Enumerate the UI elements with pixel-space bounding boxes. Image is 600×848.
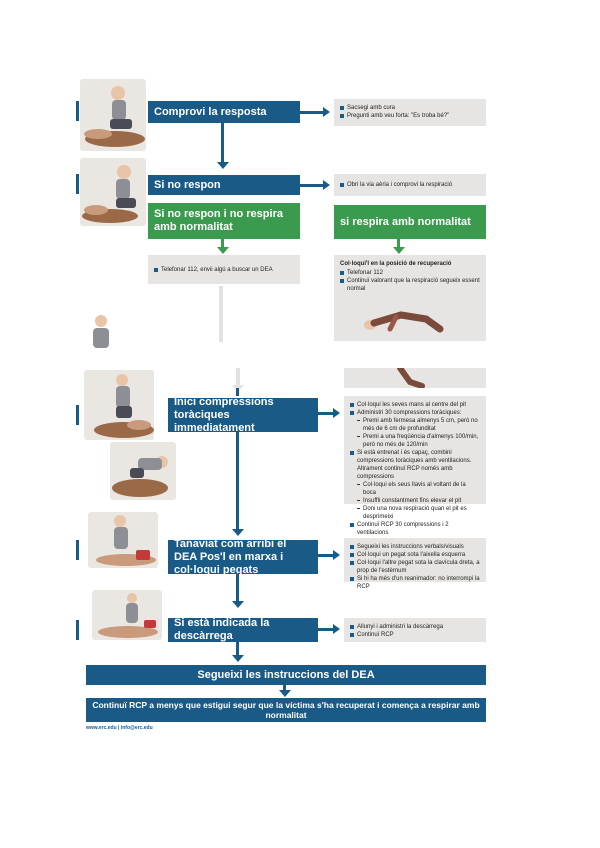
note-item: Col·loqui les seves mans al centre del p…: [350, 401, 480, 409]
note-item: Obri la via aèria i comprovi la respirac…: [340, 181, 480, 189]
note-item: Continuï RCP: [350, 631, 480, 639]
step-shock-indicated: Si està indicada la descàrrega: [168, 618, 318, 642]
step-no-breathing: Si no respon i no respira amb normalitat: [148, 203, 300, 239]
compressions-list: Col·loqui les seves mans al centre del p…: [350, 401, 480, 537]
note-item: Segueixi les instruccions verbals/visual…: [350, 543, 480, 551]
step-start-compressions-label: Inici compressions toràciques immediatam…: [174, 396, 312, 435]
step-follow-aed-label: Segueixi les instruccions del DEA: [197, 669, 374, 682]
note-check-response: Sacsegi amb cura Pregunti amb veu forta:…: [334, 99, 486, 126]
step-breathing-normal-label: si respira amb normalitat: [340, 216, 471, 229]
arrow-down-icon: [393, 247, 405, 254]
note-no-breathing: Telefonar 112, envii algú a buscar un DE…: [148, 255, 300, 284]
step-no-response: Si no respon: [148, 175, 300, 195]
note-item: Col·loqui l'altre pegat sota la clavícul…: [350, 559, 480, 575]
step-marker-1: [76, 101, 79, 121]
note-item: Administri 30 compressions toràciques:: [350, 409, 480, 417]
note-item: Telefonar 112, envii algú a buscar un DE…: [154, 266, 294, 274]
note-shock: Allunyi i administri la descàrrega Conti…: [344, 618, 486, 642]
note-item: Doni una nova respiració quan el pit es …: [350, 505, 480, 521]
note-recovery-title: Col·loqui'l en la posició de recuperació: [340, 260, 480, 268]
connector-5-6: [236, 574, 239, 602]
photo-aed-pads: [88, 512, 158, 568]
note-aed: Segueixi les instruccions verbals/visual…: [344, 538, 486, 582]
step-check-response-label: Comprovi la resposta: [154, 106, 266, 119]
connector-faint-2: [236, 368, 240, 386]
step-start-compressions: Inici compressions toràciques immediatam…: [168, 398, 318, 432]
arrow-down-icon: [232, 655, 244, 662]
note-item: Telefonar 112: [340, 269, 480, 277]
note-no-response: Obri la via aèria i comprovi la respirac…: [334, 174, 486, 196]
note-item: Si està entrenat i és capaç, combini com…: [350, 449, 480, 481]
arrow-to-note-2: [300, 184, 324, 187]
note-item: Continuï RCP 30 compressions i 2 ventila…: [350, 521, 480, 537]
recovery-position-figure: [356, 295, 446, 335]
footer-link[interactable]: www.erc.edu | info@erc.edu: [86, 725, 153, 731]
note-recovery-continued: [344, 368, 486, 388]
note-item: Continuï valorant que la respiració segu…: [340, 277, 480, 293]
step-check-response: Comprovi la resposta: [148, 101, 300, 123]
connector-faint: [219, 286, 223, 342]
connector-6-7: [236, 642, 239, 656]
note-item: Sacsegi amb cura: [340, 104, 480, 112]
photo-check-response: [80, 79, 146, 151]
step-marker-4: [76, 540, 79, 560]
arrow-to-note-6: [318, 628, 334, 631]
photo-rescuer-standing: [86, 312, 116, 348]
note-item: Col·loqui un pegat sota l'aixella esquer…: [350, 551, 480, 559]
step-marker-5: [76, 620, 79, 640]
recovery-legs-figure: [344, 368, 486, 388]
connector-1-2: [221, 123, 224, 163]
note-item: Col·loqui els seus llavis al voltant de …: [350, 481, 480, 497]
step-continue-cpr: Continuï RCP a menys que estigui segur q…: [86, 698, 486, 722]
arrow-down-icon: [279, 690, 291, 697]
step-marker-2: [76, 174, 79, 194]
photo-no-response: [80, 158, 146, 226]
step-follow-aed: Segueixi les instruccions del DEA: [86, 665, 486, 685]
arrow-down-icon: [217, 162, 229, 169]
note-item: Si hi ha més d'un reanimador: no interro…: [350, 575, 480, 591]
step-marker-3: [76, 405, 79, 425]
note-item: Pregunti amb veu forta: "Es troba bé?": [340, 112, 480, 120]
photo-shock: [92, 590, 162, 640]
note-recovery: Col·loqui'l en la posició de recuperació…: [334, 255, 486, 341]
note-item: Allunyi i administri la descàrrega: [350, 623, 480, 631]
arrow-to-note-5: [318, 554, 334, 557]
arrow-down-icon: [232, 529, 244, 536]
step-breathing-normal: si respira amb normalitat: [334, 205, 486, 239]
step-shock-indicated-label: Si està indicada la descàrrega: [174, 617, 312, 643]
arrow-down-icon: [232, 601, 244, 608]
note-item: Insuffli constantment fins elevar el pit: [350, 497, 480, 505]
photo-compressions: [84, 370, 154, 440]
note-item: Premi a una freqüència d'almenys 100/min…: [350, 433, 480, 449]
arrow-to-note-1: [300, 111, 324, 114]
step-continue-cpr-label: Continuï RCP a menys que estigui segur q…: [92, 700, 480, 720]
note-item: Premi amb fermesa almenys 5 cm, però no …: [350, 417, 480, 433]
step-no-breathing-label: Si no respon i no respira amb normalitat: [154, 208, 294, 234]
arrow-to-note-4: [318, 412, 334, 415]
step-until-aed: Tanaviat com arribi el DEA Pos'l en marx…: [168, 540, 318, 574]
step-no-response-label: Si no respon: [154, 179, 221, 192]
note-compressions: Col·loqui les seves mans al centre del p…: [344, 396, 486, 504]
arrow-down-icon: [217, 247, 229, 254]
step-until-aed-label: Tanaviat com arribi el DEA Pos'l en marx…: [174, 538, 312, 577]
connector-4-5: [236, 432, 239, 530]
photo-ventilation: [110, 442, 176, 500]
